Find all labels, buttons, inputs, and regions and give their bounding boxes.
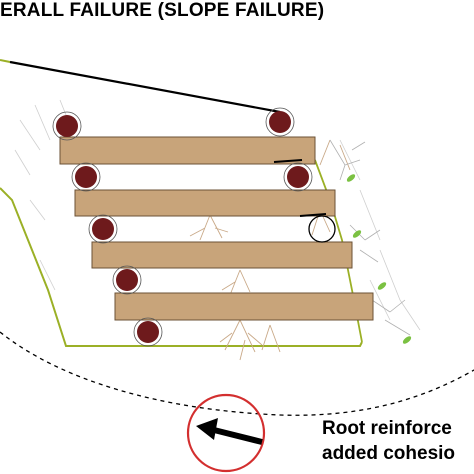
log-5 [88,214,118,244]
stake-marks [273,159,327,217]
log-1 [52,111,82,141]
callout-circle [186,393,266,473]
timber-beam-3 [91,241,353,269]
arrow-left-icon [196,418,263,445]
timber-beam-4 [114,292,374,321]
timber-beam-2 [74,189,336,217]
log-6-empty [308,215,336,243]
log-4 [283,162,313,192]
vegetation [329,139,412,344]
callout-text-line-2: added cohesio [322,443,456,464]
log-3 [71,162,101,192]
leaf-icon [377,282,387,290]
leaf-icon [402,336,412,344]
root-reinforcement-callout [186,393,266,473]
slip-surface-line [0,331,474,416]
round-logs [52,107,336,347]
leaf-icon [346,174,356,182]
slope-profile-line [0,59,363,347]
diagram-title: ERALL FAILURE (SLOPE FAILURE) [0,0,325,21]
timber-beam-1 [59,136,316,165]
callout-text-line-1: Root reinforce [322,418,452,439]
log-7 [112,265,142,295]
crest-line [9,60,281,114]
leaf-icon [352,230,362,238]
timber-beams [59,136,374,321]
log-2 [265,107,295,137]
log-8 [133,317,163,347]
